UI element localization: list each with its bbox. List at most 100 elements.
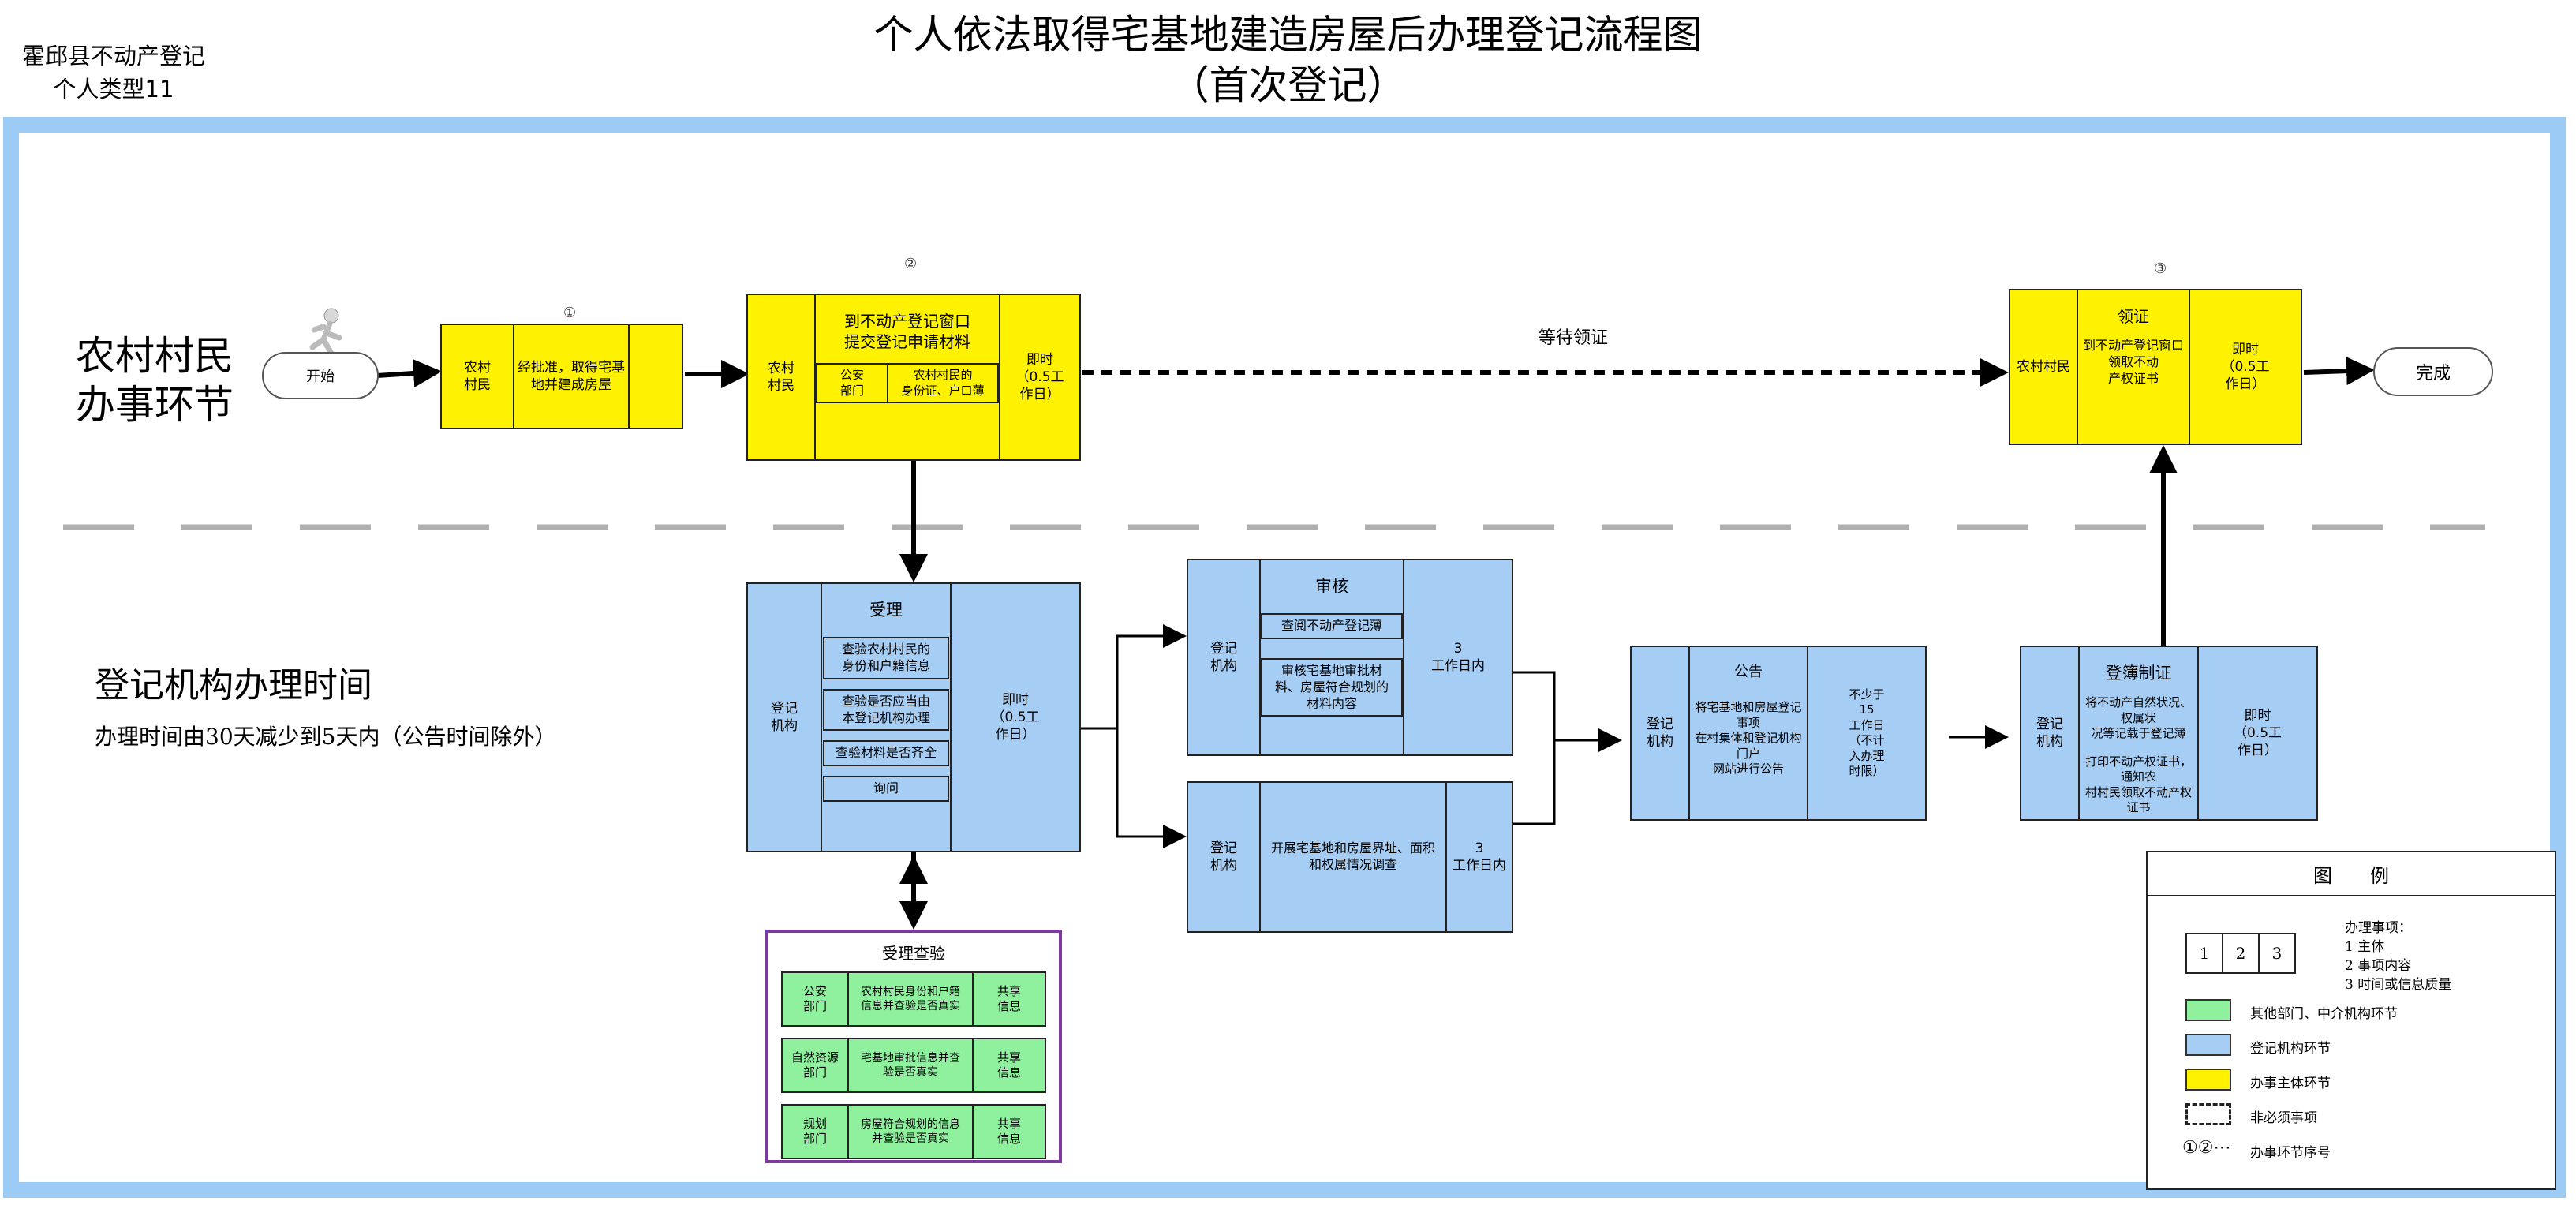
register-content: 登簿制证 将不动产自然状况、权属状 况等记载于登记薄 打印不动产权证书，通知农 … — [2078, 647, 2197, 819]
start-node: 开始 — [262, 352, 379, 399]
step3-number: ③ — [2154, 260, 2167, 277]
review-box: 登记 机构 审核 查阅不动产登记薄 审核宅基地审批材 料、房屋符合规划的 材料内… — [1187, 559, 1513, 756]
review-content: 审核 查阅不动产登记薄 审核宅基地审批材 料、房屋符合规划的 材料内容 — [1259, 560, 1403, 754]
step2-sub-table: 公安 部门 农村村民的 身份证、户口薄 — [816, 363, 999, 403]
legend-yellow-label: 办事主体环节 — [2250, 1076, 2331, 1091]
step2-sub-text: 农村村民的 身份证、户口薄 — [901, 368, 985, 398]
legend-dashed-swatch — [2185, 1103, 2231, 1125]
verify-row-2-text: 宅基地审批信息并查 验是否真实 — [847, 1039, 972, 1091]
legend-blue-swatch — [2185, 1034, 2231, 1056]
page-title: 个人依法取得宅基地建造房屋后办理登记流程图 — [873, 12, 1703, 58]
step3-content: 领证 到不动产登记窗口领取不动 产权证书 — [2077, 290, 2189, 444]
accept-time: 即时 （0.5工 作日） — [950, 584, 1079, 851]
verify-row-3-text: 房屋符合规划的信息 并查验是否真实 — [847, 1106, 972, 1158]
notice-box: 登记 机构 公告 将宅基地和房屋登记事项 在村集体和登记机构门户 网站进行公告 … — [1630, 646, 1927, 821]
verify-row-3-dept: 规划 部门 — [802, 1116, 827, 1147]
legend-blue-label: 登记机构环节 — [2250, 1041, 2331, 1057]
step2-box: 农村 村民 到不动产登记窗口 提交登记申请材料 公安 部门 农村村民的 身份证、… — [746, 294, 1081, 461]
legend-desc-1: 1 主体 — [2345, 939, 2385, 955]
step2-number: ② — [904, 256, 918, 272]
legend-cell-2: 2 — [2223, 934, 2260, 972]
finish-node: 完成 — [2373, 347, 2493, 396]
review-head: 审核 — [1315, 577, 1348, 596]
register-head: 登簿制证 — [2105, 664, 2172, 683]
survey-box: 登记 机构 开展宅基地和房屋界址、面积 和权属情况调查 3 工作日内 — [1187, 781, 1513, 933]
step2-head: 到不动产登记窗口 提交登记申请材料 — [844, 312, 970, 351]
verify-row-1-text: 农村村民身份和户籍 信息并查验是否真实 — [847, 973, 972, 1025]
verify-row-1-dept: 公安 部门 — [802, 983, 827, 1014]
legend-cell-3: 3 — [2271, 944, 2283, 963]
lane-office-note: 办理时间由30天减少到5天内（公告时间除外） — [95, 724, 557, 750]
lane-applicant: 农村村民 办事环节 — [76, 331, 234, 429]
register-box: 登记 机构 登簿制证 将不动产自然状况、权属状 况等记载于登记薄 打印不动产权证… — [2020, 646, 2318, 821]
legend-desc-3: 3 时间或信息质量 — [2345, 977, 2452, 993]
legend: 图 例 1 2 3 办理事项： 1 主体 2 事项内容 3 时间或信息质量 其他… — [2146, 851, 2556, 1190]
verify-row-2-dept: 自然资源 部门 — [791, 1050, 839, 1080]
step1-number: ① — [563, 305, 577, 321]
corner-label: 霍邱县不动产登记 个人类型11 — [11, 38, 216, 104]
step3-time: 即时 （0.5工 作日） — [2189, 290, 2301, 444]
legend-cells: 1 2 3 — [2185, 933, 2296, 974]
step1-box: 农村 村民 经批准，取得宅基 地并建成房屋 — [440, 324, 683, 429]
step3-head: 领证 — [2118, 307, 2149, 326]
notice-time: 不少于 15 工作日 （不计 入办理 时限） — [1807, 647, 1925, 819]
review-time: 3 工作日内 — [1403, 560, 1512, 754]
lane-office-title: 登记机构办理时间 — [95, 665, 372, 706]
step2-time: 即时 （0.5工 作日） — [999, 295, 1079, 459]
verify-row-1: 公安 部门 农村村民身份和户籍 信息并查验是否真实 共享 信息 — [781, 971, 1046, 1027]
accept-item-4: 询问 — [823, 776, 949, 803]
review-item-2: 审核宅基地审批材 料、房屋符合规划的 材料内容 — [1261, 658, 1403, 717]
legend-seq-symbol: ①②⋯ — [2182, 1138, 2231, 1158]
legend-title: 图 例 — [2148, 852, 2555, 896]
register-subject: 登记 机构 — [2036, 716, 2063, 750]
legend-dashed-label: 非必须事项 — [2250, 1110, 2317, 1126]
page-subtitle: （首次登记） — [1169, 62, 1407, 108]
step1-subject: 农村 村民 — [464, 359, 491, 393]
accept-item-2: 查验是否应当由 本登记机构办理 — [823, 688, 949, 732]
step2-subject: 农村 村民 — [768, 360, 794, 394]
legend-desc-2: 2 事项内容 — [2345, 958, 2412, 974]
verify-row-3-share: 共享 信息 — [972, 1106, 1045, 1158]
corner-line-2: 个人类型11 — [53, 76, 174, 103]
accept-box: 登记 机构 受理 查验农村村民的 身份和户籍信息 查验是否应当由 本登记机构办理… — [746, 582, 1081, 852]
step3-text: 到不动产登记窗口领取不动 产权证书 — [2082, 338, 2184, 386]
verify-row-2-share: 共享 信息 — [972, 1039, 1045, 1091]
register-text-1: 将不动产自然状况、权属状 况等记载于登记薄 — [2084, 695, 2192, 741]
review-item-1: 查阅不动产登记薄 — [1261, 613, 1403, 640]
step2-sub-dept: 公安 部门 — [817, 365, 888, 402]
legend-cell-1: 1 — [2187, 934, 2223, 972]
accept-item-3: 查验材料是否齐全 — [823, 740, 949, 767]
notice-subject: 登记 机构 — [1647, 716, 1673, 750]
step3-box: 农村村民 领证 到不动产登记窗口领取不动 产权证书 即时 （0.5工 作日） — [2009, 289, 2302, 445]
legend-green-label: 其他部门、中介机构环节 — [2250, 1006, 2398, 1022]
notice-content: 公告 将宅基地和房屋登记事项 在村集体和登记机构门户 网站进行公告 — [1688, 647, 1807, 819]
accept-head: 受理 — [869, 601, 903, 619]
runner-icon — [309, 308, 342, 357]
step1-time — [628, 325, 682, 428]
step1-content: 经批准，取得宅基 地并建成房屋 — [513, 325, 628, 428]
accept-content: 受理 查验农村村民的 身份和户籍信息 查验是否应当由 本登记机构办理 查验材料是… — [821, 584, 950, 851]
register-text-2: 打印不动产权证书，通知农 村村民领取不动产权证书 — [2084, 754, 2192, 815]
verify-row-1-share: 共享 信息 — [972, 973, 1045, 1025]
step3-subject: 农村村民 — [2017, 358, 2070, 375]
legend-yellow-swatch — [2185, 1069, 2231, 1091]
wait-label: 等待领证 — [1538, 328, 1609, 348]
verify-row-3: 规划 部门 房屋符合规划的信息 并查验是否真实 共享 信息 — [781, 1104, 1046, 1159]
verify-row-2: 自然资源 部门 宅基地审批信息并查 验是否真实 共享 信息 — [781, 1038, 1046, 1093]
lane-applicant-line1: 农村村民 — [76, 333, 234, 379]
verify-title: 受理查验 — [882, 944, 945, 963]
legend-seq-label: 办事环节序号 — [2250, 1145, 2331, 1161]
accept-subject: 登记 机构 — [771, 700, 798, 734]
legend-desc-title: 办理事项： — [2345, 920, 2412, 936]
notice-head: 公告 — [1734, 664, 1763, 680]
survey-time: 3 工作日内 — [1445, 783, 1512, 931]
register-time: 即时 （0.5工 作日） — [2197, 647, 2316, 819]
step2-content: 到不动产登记窗口 提交登记申请材料 公安 部门 农村村民的 身份证、户口薄 — [814, 295, 999, 459]
legend-item-desc: 办理事项： 1 主体 2 事项内容 3 时间或信息质量 — [2345, 919, 2451, 994]
accept-item-1: 查验农村村民的 身份和户籍信息 — [823, 637, 949, 679]
review-subject: 登记 机构 — [1210, 640, 1237, 674]
lane-applicant-line2: 办事环节 — [76, 382, 234, 428]
verify-group: 受理查验 公安 部门 农村村民身份和户籍 信息并查验是否真实 共享 信息 自然资… — [765, 930, 1062, 1163]
survey-subject: 登记 机构 — [1210, 840, 1237, 874]
